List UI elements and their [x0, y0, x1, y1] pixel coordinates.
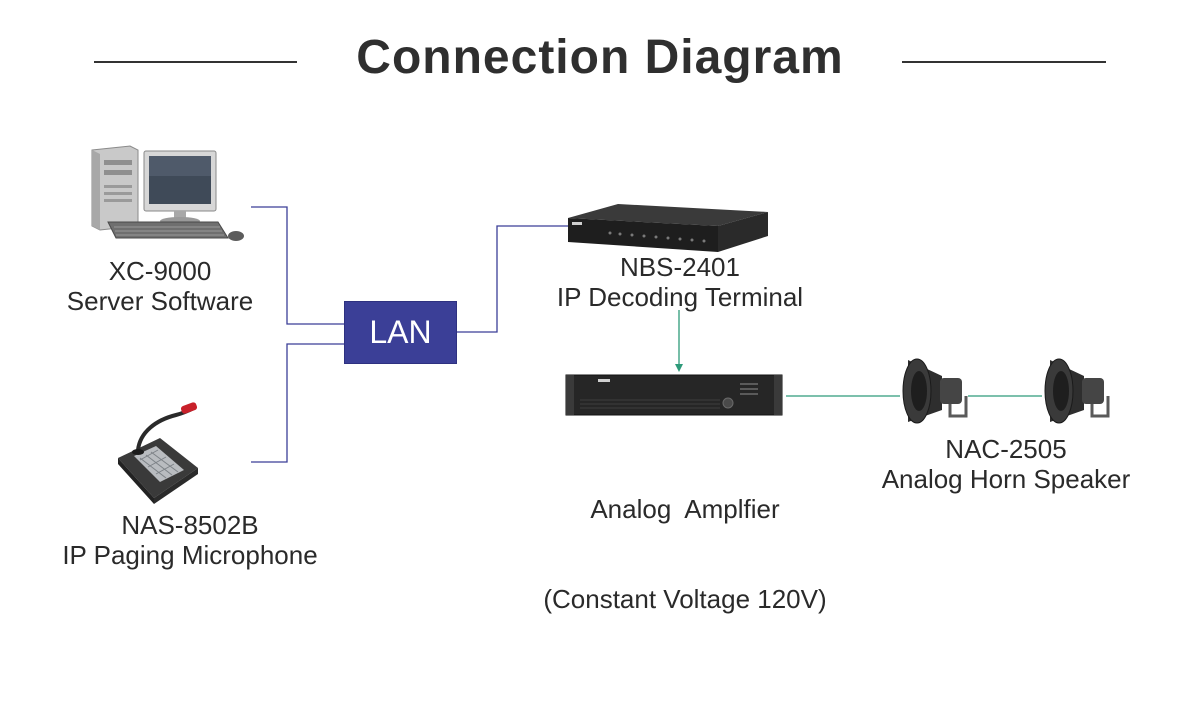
server-description: Server Software	[66, 286, 254, 316]
server-model: XC-9000	[108, 256, 212, 286]
page-title: Connection Diagram	[356, 31, 844, 84]
microphone-model: NAS-8502B	[121, 510, 259, 540]
audio-connections	[675, 310, 1042, 397]
server-to-lan-line	[251, 206, 344, 325]
speaker-model: NAC-2505	[945, 434, 1067, 464]
microphone-description: IP Paging Microphone	[62, 540, 318, 570]
amplifier-model: Analog Amplfier	[590, 494, 780, 524]
horn-speaker-icon	[1044, 358, 1110, 424]
lan-node: LAN	[344, 301, 457, 364]
speaker-label: NAC-2505 Analog Horn Speaker	[860, 434, 1152, 494]
desktop-computer-icon	[91, 145, 244, 241]
title-rule-right	[902, 61, 1106, 63]
decoder-label: NBS-2401 IP Decoding Terminal	[530, 252, 830, 312]
paging-microphone-icon	[118, 402, 198, 504]
arrow-head-icon	[675, 364, 683, 372]
microphone-label: NAS-8502B IP Paging Microphone	[40, 510, 340, 570]
rack-decoder-icon	[568, 204, 768, 252]
rack-amplifier-icon	[565, 374, 783, 416]
speaker-description: Analog Horn Speaker	[881, 464, 1131, 494]
amplifier-description: (Constant Voltage 120V)	[543, 584, 827, 614]
horn-speaker-icon	[902, 358, 968, 424]
title-rule-left	[94, 61, 297, 63]
decoder-model: NBS-2401	[620, 252, 740, 282]
microphone-to-lan-line	[251, 343, 344, 463]
amplifier-label: Analog Amplfier (Constant Voltage 120V)	[515, 434, 855, 644]
server-label: XC-9000 Server Software	[40, 256, 280, 316]
decoder-description: IP Decoding Terminal	[556, 282, 804, 312]
network-connections	[251, 206, 568, 463]
lan-to-decoder-line	[457, 225, 568, 333]
title-block: Connection Diagram	[0, 30, 1200, 90]
